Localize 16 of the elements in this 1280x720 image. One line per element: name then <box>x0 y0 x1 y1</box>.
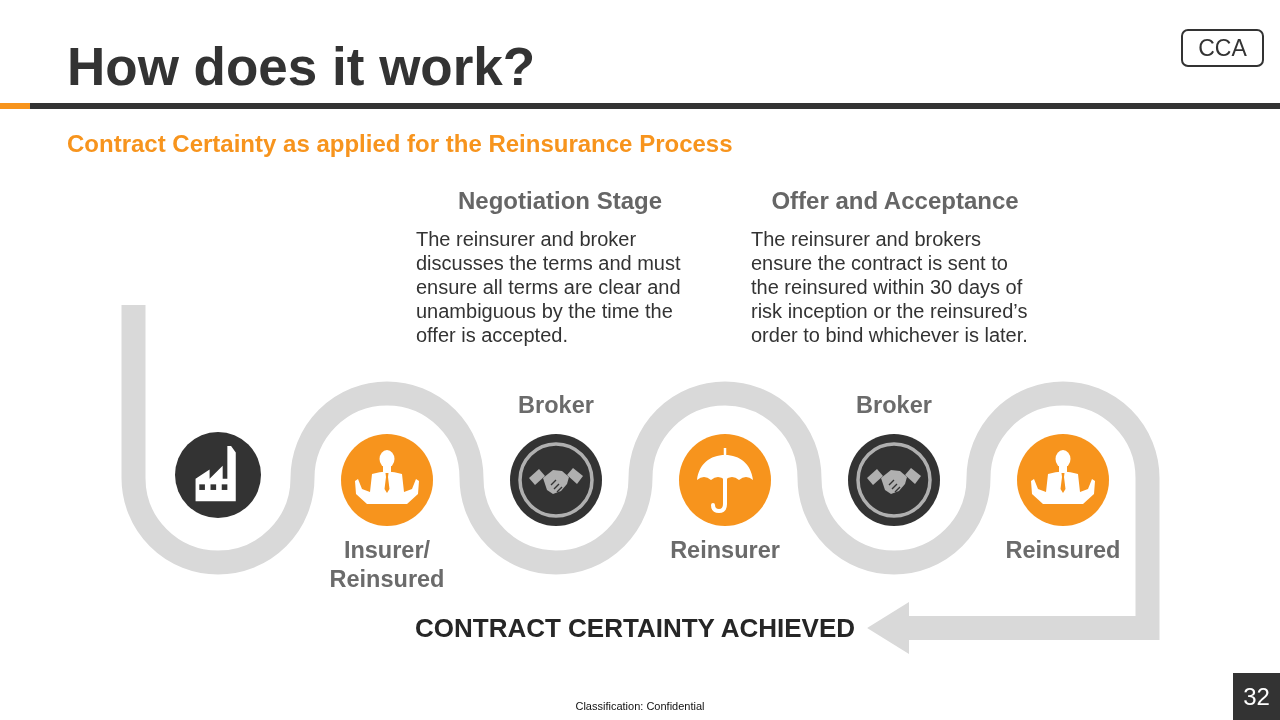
node-label: Reinsurer <box>670 535 780 565</box>
node-label: Broker <box>856 390 932 420</box>
node-label: Reinsured <box>1005 535 1121 565</box>
slide-subtitle: Contract Certainty as applied for the Reinsurance Process <box>67 129 733 159</box>
stage-description: The reinsurer and brokers ensure the contract is sent to the reinsured within 30 days of risk inception or the reinsured’s order to bind whichever is later. <box>751 227 1029 347</box>
stage-heading: Negotiation Stage <box>457 187 663 215</box>
classification-note: Classification: Confidential <box>574 699 706 713</box>
page-number: 32 <box>1233 673 1280 720</box>
stage-description: The reinsurer and broker discusses the terms and must ensure all terms are clear and unambiguous by the time the offer is accepted. <box>416 227 682 347</box>
node-label: Insurer/ Reinsured <box>328 535 446 594</box>
winding-arrow <box>121 305 1160 654</box>
section-tag: CCA <box>1181 29 1264 67</box>
slide-title: How does it work? <box>67 37 536 97</box>
node-label: Broker <box>518 390 594 420</box>
stage-heading: Offer and Acceptance <box>770 187 1020 215</box>
outcome-text: CONTRACT CERTAINTY ACHIEVED <box>415 613 856 643</box>
